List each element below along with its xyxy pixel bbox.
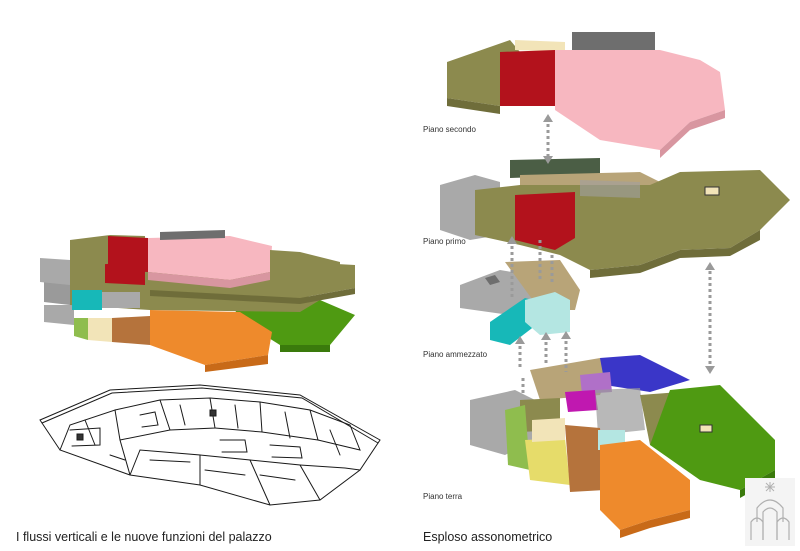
terra-brown (565, 425, 605, 492)
label-piano-primo: Piano primo (423, 237, 466, 246)
palazzo-stepped-logo-icon (745, 478, 795, 546)
sketch-floor-plan (39, 384, 381, 506)
terra-cream (532, 418, 565, 442)
stacked-ground-floor (44, 300, 355, 372)
label-piano-terra: Piano terra (423, 492, 463, 501)
ammezzato-gray (460, 270, 535, 315)
primo-red (515, 192, 575, 250)
secondo-red (500, 50, 555, 106)
terra-magenta (565, 390, 598, 412)
terra-lightgreen (505, 405, 530, 470)
label-piano-ammezzato: Piano ammezzato (423, 350, 488, 359)
vertical-flow-arrows (510, 118, 712, 395)
label-piano-secondo: Piano secondo (423, 125, 476, 134)
second-red-block (108, 236, 148, 272)
secondo-darkgray (572, 32, 655, 55)
floor-secondo (447, 32, 725, 158)
floor-primo (440, 158, 790, 278)
mezz-teal-block (72, 290, 102, 310)
mezz-gray-block (102, 292, 140, 308)
secondo-cream (515, 40, 565, 52)
primo-darkgreen (510, 158, 600, 178)
terra-orange (600, 440, 690, 530)
arrow-heads (507, 114, 715, 374)
second-pink-block (148, 236, 272, 280)
terra-green (650, 385, 775, 490)
ground-cream-block (88, 318, 112, 342)
floor-terra (470, 355, 775, 538)
first-gray-block (40, 258, 70, 285)
caption-left: I flussi verticali e le nuove funzioni d… (16, 530, 272, 544)
caption-right: Esploso assonometrico (423, 530, 553, 544)
ground-lightgreen-block (74, 318, 88, 340)
stacked-second-floor (70, 230, 340, 288)
stacked-model (40, 230, 355, 372)
terra-blue (600, 355, 690, 392)
ground-brown-block (112, 316, 150, 345)
second-olive-right (270, 250, 340, 282)
second-darkgray-block (160, 230, 225, 240)
ground-gray-block (44, 305, 74, 325)
terra-yellow (525, 438, 570, 485)
secondo-pink (555, 50, 725, 150)
terra-purple (580, 372, 612, 394)
terra-glass (595, 388, 645, 435)
ammezzato-lightcyan (525, 292, 570, 335)
floor-ammezzato (460, 260, 580, 345)
ground-orange-block (150, 310, 272, 365)
